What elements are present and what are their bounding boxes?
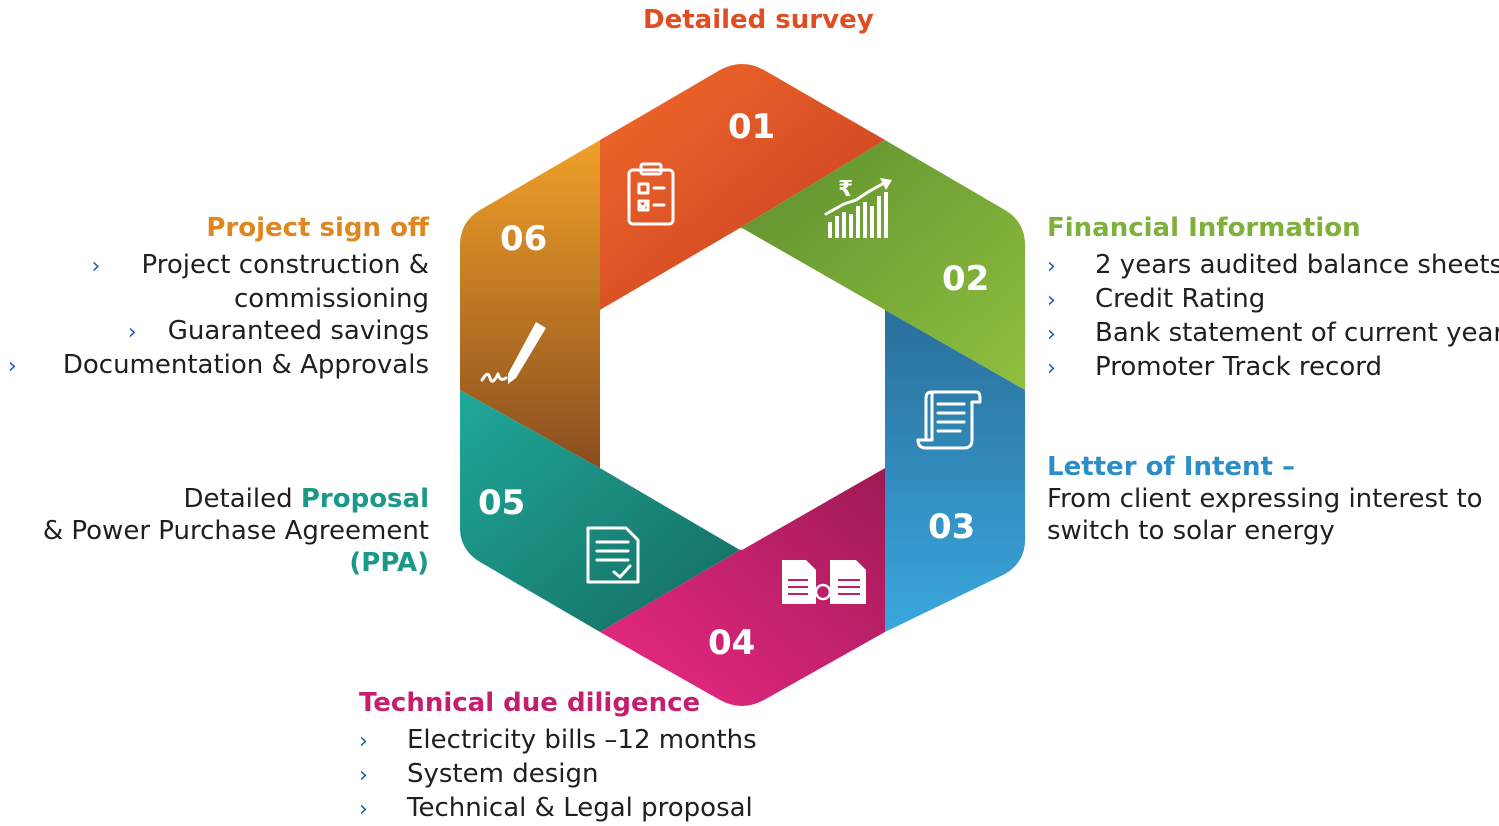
proposal-line3: (PPA) (349, 548, 429, 578)
rupee-growth-chart-icon: ₹ (824, 177, 892, 238)
list-item: ›Bank statement of current year (1047, 317, 1499, 351)
segment-01-number: 01 (728, 107, 775, 147)
technical-title: Technical due diligence (359, 688, 701, 718)
segment-02 (740, 140, 1025, 390)
segment-04 (600, 468, 885, 706)
segment-03 (885, 310, 1025, 632)
list-item: ›Technical & Legal proposal (359, 792, 757, 826)
chevron-right-icon: › (359, 763, 368, 788)
intent-text-line1: From client expressing interest to (1047, 484, 1483, 514)
chevron-right-icon: › (7, 354, 17, 379)
proposal-line1: Detailed Proposal (183, 484, 429, 514)
signoff-block: Project sign off ›Project construction &… (8, 212, 429, 383)
document-exchange-icon (782, 560, 866, 604)
proposal-line2: & Power Purchase Agreement (42, 516, 429, 546)
chevron-right-icon: › (127, 320, 137, 345)
chevron-right-icon: › (359, 797, 368, 822)
chevron-right-icon: › (359, 729, 368, 754)
chevron-right-icon: › (1047, 356, 1056, 381)
segment-03-number: 03 (928, 507, 975, 547)
segment-01 (600, 64, 885, 310)
pen-signature-icon (480, 322, 546, 384)
segment-06-number: 06 (500, 219, 547, 259)
list-item: ›2 years audited balance sheets (1047, 249, 1499, 283)
financial-list: ›2 years audited balance sheets ›Credit … (1047, 249, 1499, 385)
survey-title: Detailed survey (643, 5, 874, 35)
signoff-title: Project sign off (206, 213, 429, 243)
proposal-block: Detailed Proposal & Power Purchase Agree… (43, 483, 429, 579)
list-item: ›Guaranteed savings (8, 315, 429, 349)
list-item-continuation: commissioning (234, 284, 429, 314)
inner-hexagon (600, 228, 885, 550)
list-item: ›Documentation & Approvals (8, 349, 429, 383)
intent-title: Letter of Intent – (1047, 452, 1296, 482)
list-item: ›System design (359, 758, 757, 792)
approved-document-icon (586, 526, 640, 584)
chevron-right-icon: › (1047, 322, 1056, 347)
segment-05 (460, 390, 740, 632)
chevron-right-icon: › (91, 254, 101, 279)
financial-title: Financial Information (1047, 213, 1361, 243)
list-item: ›Credit Rating (1047, 283, 1499, 317)
technical-list: ›Electricity bills –12 months ›System de… (359, 724, 757, 826)
clipboard-checklist-icon (627, 162, 675, 226)
svg-text:₹: ₹ (838, 177, 853, 202)
segment-05-number: 05 (478, 483, 525, 523)
list-item: ›Project construction & (8, 249, 429, 283)
scroll-document-icon (916, 390, 982, 450)
segment-04-number: 04 (708, 623, 755, 663)
list-item: ›Promoter Track record (1047, 351, 1499, 385)
intent-text-line2: switch to solar energy (1047, 516, 1335, 546)
chevron-right-icon: › (1047, 288, 1056, 313)
segment-02-number: 02 (942, 259, 989, 299)
list-item: ›Electricity bills –12 months (359, 724, 757, 758)
segment-06 (460, 140, 600, 468)
chevron-right-icon: › (1047, 254, 1056, 279)
